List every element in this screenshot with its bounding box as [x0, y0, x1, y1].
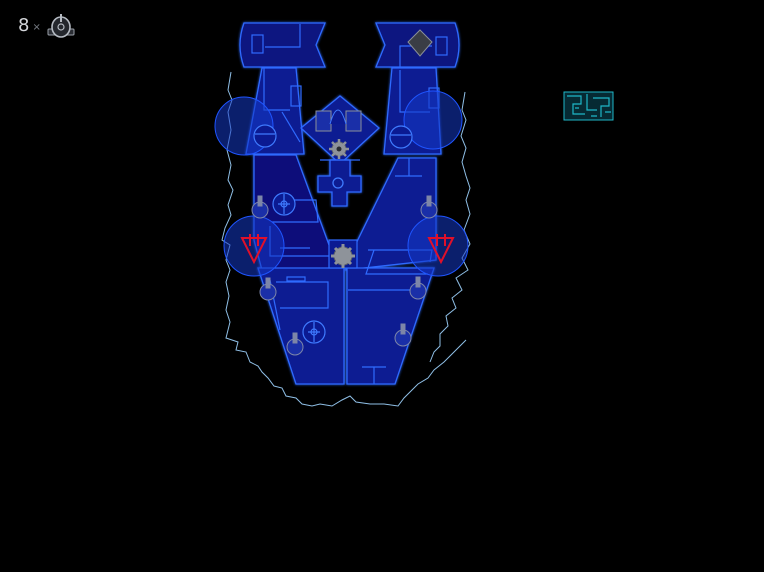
- hatch-icon: [389, 125, 413, 149]
- device-icon: [286, 332, 304, 356]
- device-icon: [409, 276, 427, 300]
- remaining-count: 8: [18, 15, 30, 36]
- junction-point: [332, 177, 344, 189]
- device-icon: [394, 323, 412, 347]
- device-icon: [259, 277, 277, 301]
- right-warning-arrow: [427, 234, 455, 265]
- device-icon: [251, 195, 269, 219]
- left-warning-arrow: [240, 234, 268, 265]
- crates: [315, 109, 362, 132]
- shoreline-outline: [221, 71, 467, 407]
- interior-walls: [251, 24, 448, 384]
- security-devices: [251, 195, 438, 356]
- level-minimap-icon[interactable]: [563, 90, 615, 123]
- gear-icon: [329, 139, 349, 159]
- device-counter: 8 ×: [18, 12, 76, 40]
- device-icon: [420, 195, 438, 219]
- hatch-icon: [272, 192, 296, 216]
- hatches: [253, 124, 413, 344]
- times-symbol: ×: [32, 21, 41, 33]
- sensor-device-icon: [46, 12, 76, 40]
- hatch-icon: [302, 320, 326, 344]
- hatch-icon: [253, 124, 277, 148]
- gear-icon: [328, 239, 358, 269]
- diamond-marker-icon: [407, 29, 433, 57]
